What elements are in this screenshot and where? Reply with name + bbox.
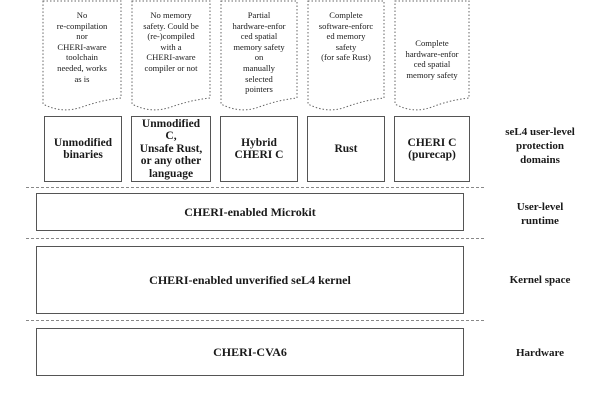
domain-box-hybrid-cheri-c: Hybrid CHERI C [220, 116, 298, 182]
label-protection-domains: seL4 user-level protection domains [505, 126, 575, 166]
domain-box-rust: Rust [307, 116, 385, 182]
callout-bubble-outline [42, 0, 122, 111]
callout-bubble-outline [394, 0, 470, 111]
layer-cheri-cva6: CHERI-CVA6 [36, 328, 464, 376]
separator-domains-runtime [26, 187, 484, 188]
callout-cheri-c-purecap: Complete hardware-enfor ced spatial memo… [394, 0, 470, 112]
callout-text: Complete software-enforc ed memory safet… [318, 10, 374, 63]
domain-box-cheri-c-purecap: CHERI C (purecap) [394, 116, 470, 182]
callout-text: No memory safety. Could be (re-)compiled… [143, 10, 199, 73]
callout-bubble-outline [220, 0, 298, 111]
layer-microkit: CHERI-enabled Microkit [36, 193, 464, 231]
label-user-level-runtime: User-level runtime [516, 201, 564, 227]
domain-box-unmodified-c: Unmodified C, Unsafe Rust, or any other … [131, 116, 211, 182]
callout-text: No re-compilation nor CHERI-aware toolch… [56, 10, 108, 84]
callout-unmodified-binaries: No re-compilation nor CHERI-aware toolch… [42, 0, 122, 112]
label-kernel-space: Kernel space [509, 274, 571, 286]
callout-unmodified-c: No memory safety. Could be (re-)compiled… [131, 0, 211, 112]
callout-rust: Complete software-enforc ed memory safet… [307, 0, 385, 112]
label-hardware: Hardware [515, 347, 565, 359]
separator-kernel-hardware [26, 320, 484, 321]
callout-bubble-outline [131, 0, 211, 111]
layer-sel4-kernel: CHERI-enabled unverified seL4 kernel [36, 246, 464, 314]
callout-text: Partial hardware-enfor ced spatial memor… [232, 10, 286, 95]
separator-runtime-kernel [26, 238, 484, 239]
callout-bubble-outline [307, 0, 385, 111]
callout-text: Complete hardware-enfor ced spatial memo… [405, 38, 459, 80]
callout-hybrid-cheri-c: Partial hardware-enfor ced spatial memor… [220, 0, 298, 112]
domain-box-unmodified-binaries: Unmodified binaries [44, 116, 122, 182]
